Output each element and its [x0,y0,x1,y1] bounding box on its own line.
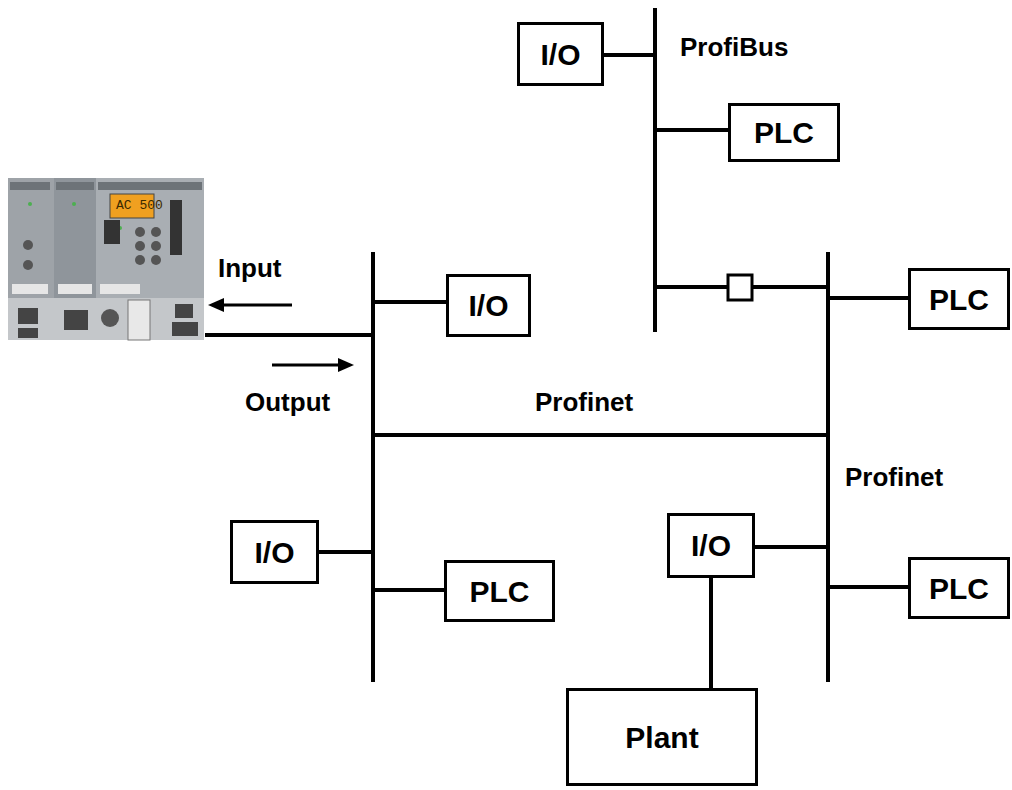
coupler-box [728,275,752,300]
bus-name: Profinet [845,463,943,492]
device-box: I/O [230,520,319,584]
box-text: I/O [691,529,731,562]
device-box: I/O [667,513,755,578]
direction-arrows [208,298,354,372]
plant-box: Plant [566,688,758,786]
box-text: I/O [254,536,294,569]
box-text: I/O [468,289,508,322]
plc-photo [8,178,204,340]
device-box: I/O [517,22,604,86]
box-text: I/O [540,38,580,71]
box-text: PLC [929,572,989,605]
box-text: PLC [470,575,530,608]
box-text: PLC [929,283,989,316]
display-text: AC 500 [116,199,163,212]
box-text: PLC [754,116,814,149]
connector [711,578,712,688]
box-text: Plant [625,721,698,754]
signal-name: Output [245,388,330,417]
device-box: PLC [444,560,555,622]
device-box: PLC [728,103,840,162]
device-box: PLC [908,557,1010,619]
device-box: I/O [446,274,531,337]
signal-name: Input [218,254,282,283]
device-box: PLC [908,268,1010,330]
bus-name: ProfiBus [680,33,788,62]
bus-name: Profinet [535,388,633,417]
